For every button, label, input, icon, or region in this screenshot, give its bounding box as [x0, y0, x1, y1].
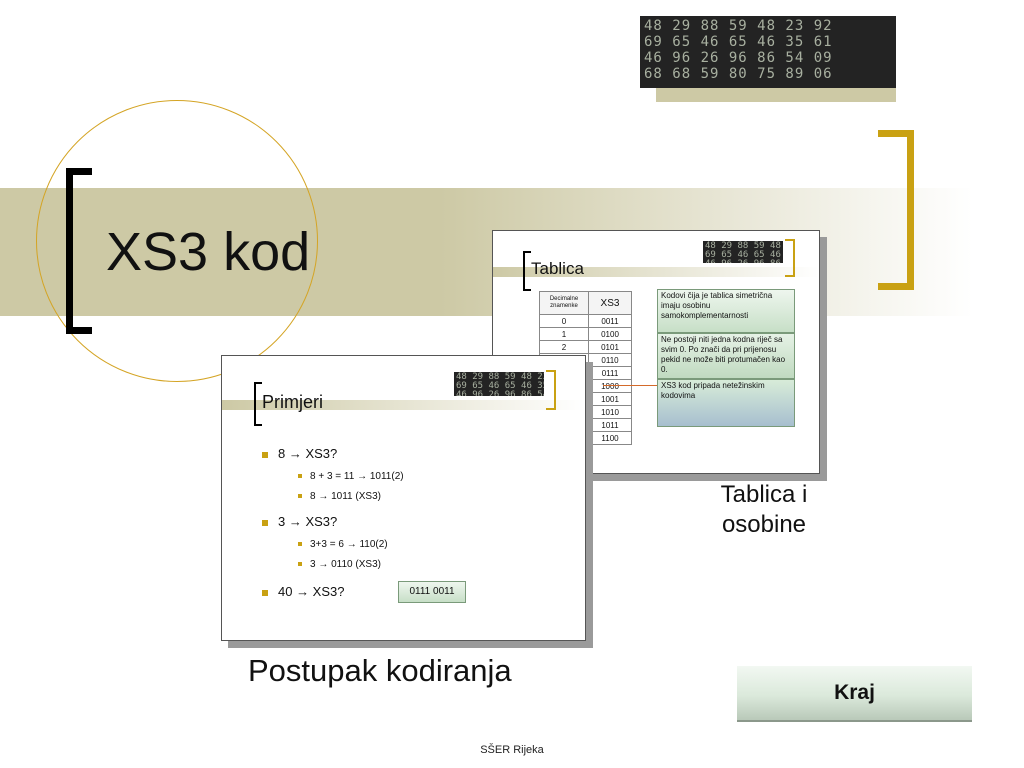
table-cell: 0011 — [588, 314, 632, 328]
bullet-icon — [262, 451, 268, 458]
table-cell: 1001 — [588, 392, 632, 406]
list-item: 3 → 0110 (XS3) — [298, 558, 381, 572]
table-cell: 0111 — [588, 366, 632, 380]
thumb-matrix-image: 48 29 88 59 48 23 92 69 65 46 65 46 35 6… — [703, 241, 783, 263]
table-cell: 0 — [539, 314, 589, 328]
decorative-circle — [36, 100, 318, 382]
caption-primjeri-link[interactable]: Postupak kodiranja — [248, 653, 512, 688]
list-item: 8 → XS3? — [262, 446, 337, 462]
bullet-icon — [298, 494, 302, 499]
thumb-title: Tablica — [531, 259, 584, 278]
table-cell: 0100 — [588, 327, 632, 341]
thumb-right-bracket — [546, 370, 556, 410]
matrix-digits-image: 48 29 88 59 48 23 92 69 65 46 65 46 35 6… — [640, 16, 896, 88]
list-item: 3+3 = 6 → 110(2) — [298, 538, 388, 552]
list-item-text: 3 → XS3? — [278, 514, 338, 529]
right-bracket-decoration — [878, 130, 914, 290]
thumb-title: Primjeri — [262, 392, 323, 412]
list-item: 8 + 3 = 11 → 1011(2) — [298, 470, 404, 484]
answer-box: 0111 0011 — [398, 581, 466, 603]
table-cell: 1 — [539, 327, 589, 341]
thumb-left-bracket — [523, 251, 531, 291]
left-bracket-decoration — [66, 168, 92, 334]
list-item-text: 8 + 3 = 11 → 1011(2) — [310, 471, 404, 482]
table-cell: 1000 — [588, 379, 632, 393]
slide-title: XS3 kod — [106, 222, 311, 282]
bullet-icon — [298, 474, 302, 479]
table-cell: 0101 — [588, 340, 632, 354]
table-cell: 1100 — [588, 431, 632, 445]
table-cell: 1011 — [588, 418, 632, 432]
table-cell: 0110 — [588, 353, 632, 367]
table-cell: 2 — [539, 340, 589, 354]
list-item-text: 3+3 = 6 → 110(2) — [310, 539, 388, 550]
note-box: Ne postoji niti jedna kodna riječ sa svi… — [657, 333, 795, 379]
list-item-text: 40 → XS3? — [278, 584, 345, 599]
list-item: 40 → XS3? — [262, 584, 345, 600]
table-header: XS3 — [588, 291, 632, 315]
list-item: 3 → XS3? — [262, 514, 337, 530]
list-item-text: 8 → 1011 (XS3) — [310, 491, 381, 502]
list-item-text: 8 → XS3? — [278, 446, 338, 461]
bullet-icon — [262, 519, 268, 526]
thumb-right-bracket — [785, 239, 795, 277]
bullet-icon — [298, 562, 302, 567]
table-cell: 1010 — [588, 405, 632, 419]
footer-text: SŠER Rijeka — [480, 744, 544, 756]
slide-thumbnail-primjeri[interactable]: 48 29 88 59 48 23 92 69 65 46 65 46 35 6… — [221, 355, 586, 641]
thumb-title-band — [222, 400, 585, 410]
caption-tablica-link[interactable]: Tablica i osobine — [720, 481, 808, 538]
connector-line — [603, 385, 659, 386]
slide-thumbnail-tablica[interactable]: 48 29 88 59 48 23 92 69 65 46 65 46 35 6… — [492, 230, 820, 474]
end-button[interactable]: Kraj — [737, 666, 972, 722]
note-box: Kodovi čija je tablica simetrična imaju … — [657, 289, 795, 333]
thumb-matrix-image: 48 29 88 59 48 23 92 69 65 46 65 46 35 6… — [454, 372, 544, 396]
bullet-icon — [262, 589, 268, 596]
thumb-title-band — [493, 267, 819, 277]
table-header: Decimalne znamenke — [539, 291, 589, 315]
list-item-text: 3 → 0110 (XS3) — [310, 559, 381, 570]
bullet-icon — [298, 542, 302, 547]
thumb-left-bracket — [254, 382, 262, 426]
list-item: 8 → 1011 (XS3) — [298, 490, 381, 504]
note-box: XS3 kod pripada netežinskim kodovima — [657, 379, 795, 427]
